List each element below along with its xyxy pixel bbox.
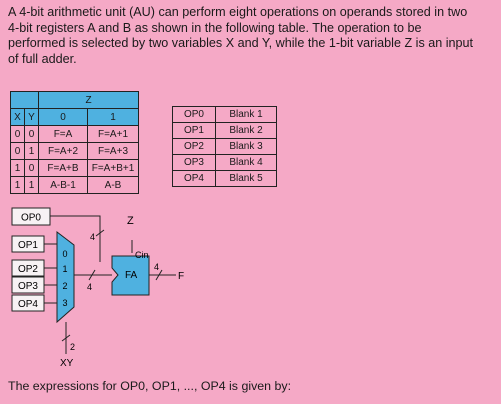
cin-label: Cin [135, 250, 149, 260]
blank-cell: Blank 4 [215, 154, 277, 171]
x-header: X [10, 108, 25, 126]
blank-cell: Blank 2 [215, 122, 277, 139]
z0-cell: F=A [38, 125, 88, 143]
z1-cell: F=A+3 [87, 142, 139, 160]
z0-cell: F=A+2 [38, 142, 88, 160]
full-adder [111, 255, 150, 296]
input-wires [44, 215, 176, 354]
op2-label: OP2 [18, 264, 38, 275]
table-row: 0 1 F=A+2 F=A+3 [10, 142, 139, 160]
z1-cell: A-B [87, 176, 139, 194]
op-cell: OP4 [172, 170, 216, 187]
z1-cell: F=A+1 [87, 125, 139, 143]
z0-cell: F=A+B [38, 159, 88, 177]
bus-width-out: 4 [154, 262, 159, 272]
table-row: OP1 Blank 2 [172, 122, 277, 139]
footer-text: The expressions for OP0, OP1, ..., OP4 i… [8, 379, 292, 393]
circuit-diagram: OP0 OP1 OP2 OP3 OP4 0 1 2 3 FA 4 4 4 2 [11, 207, 184, 369]
mux-input-1: 1 [62, 264, 67, 274]
fa-label: FA [125, 270, 138, 281]
y-cell: 1 [24, 142, 39, 160]
z1-cell: F=A+B+1 [87, 159, 139, 177]
table-row: OP2 Blank 3 [172, 138, 277, 155]
y-cell: 1 [24, 176, 39, 194]
mux-input-2: 2 [62, 281, 67, 291]
bus-width-mid: 4 [87, 282, 92, 292]
intro-line-3: performed is selected by two variables X… [8, 36, 474, 50]
f-label: F [178, 271, 184, 282]
mux-input-3: 3 [62, 298, 67, 308]
x-cell: 1 [10, 159, 25, 177]
table-row: 1 1 A-B-1 A-B [10, 176, 139, 194]
problem-statement: A 4-bit arithmetic unit (AU) can perform… [8, 5, 498, 67]
select-width: 2 [70, 342, 75, 352]
intro-line-1: A 4-bit arithmetic unit (AU) can perform… [8, 5, 468, 19]
z-label: Z [127, 215, 134, 227]
x-cell: 0 [10, 142, 25, 160]
op0-label: OP0 [21, 213, 41, 224]
op3-label: OP3 [18, 281, 38, 292]
z1-header: 1 [87, 108, 139, 126]
mux-input-0: 0 [62, 249, 67, 259]
y-cell: 0 [24, 159, 39, 177]
op-cell: OP2 [172, 138, 216, 155]
table-row: 0 0 F=A F=A+1 [10, 125, 139, 143]
z-header: Z [38, 91, 139, 109]
table-row: OP3 Blank 4 [172, 154, 277, 171]
table-row: OP0 Blank 1 [172, 106, 277, 123]
intro-line-4: of full adder. [8, 51, 77, 66]
x-cell: 1 [10, 176, 25, 194]
blank-cell: Blank 3 [215, 138, 277, 155]
z0-cell: A-B-1 [38, 176, 88, 194]
y-header: Y [24, 108, 39, 126]
blank-cell: Blank 1 [215, 106, 277, 123]
x-cell: 0 [10, 125, 25, 143]
op-cell: OP0 [172, 106, 216, 123]
blank-cell: Blank 5 [215, 170, 277, 187]
y-cell: 0 [24, 125, 39, 143]
op-cell: OP3 [172, 154, 216, 171]
multiplexer [56, 230, 75, 324]
op4-label: OP4 [18, 299, 38, 310]
operation-table: Z X Y 0 1 0 0 F=A F=A+1 0 1 F=A+2 F=A+3 … [10, 91, 139, 194]
intro-line-2: 4-bit registers A and B as shown in the … [8, 20, 422, 35]
table-row: 1 0 F=A+B F=A+B+1 [10, 159, 139, 177]
blank-table: OP0 Blank 1 OP1 Blank 2 OP2 Blank 3 OP3 … [172, 106, 277, 187]
xy-label: XY [60, 358, 74, 369]
table-row: OP4 Blank 5 [172, 170, 277, 187]
op1-label: OP1 [18, 240, 38, 251]
bus-width-top: 4 [90, 232, 95, 242]
z0-header: 0 [38, 108, 88, 126]
op-cell: OP1 [172, 122, 216, 139]
